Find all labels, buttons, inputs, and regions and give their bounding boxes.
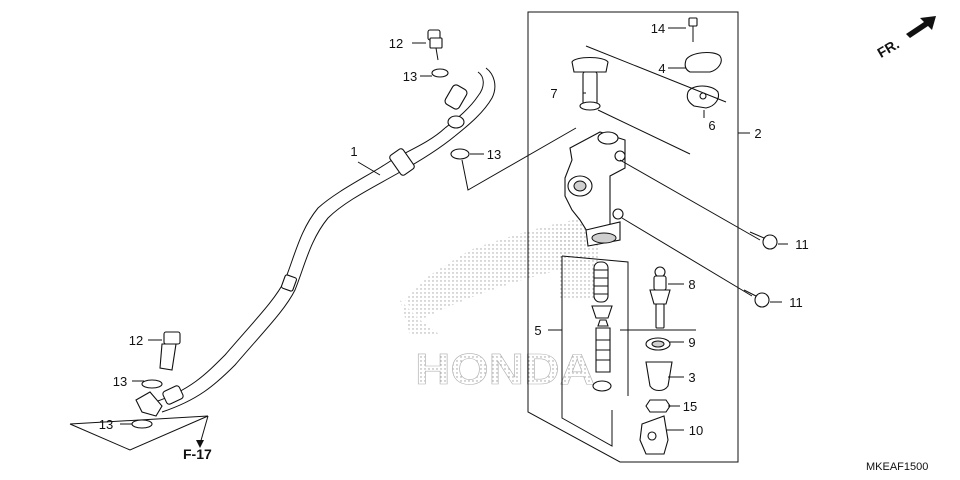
reservoir-cap-screw [688, 17, 698, 42]
hose-clamp [280, 274, 298, 292]
bolt-line-lower [621, 217, 753, 297]
hose-end-upper [444, 84, 468, 110]
sealing-washer-lower-1 [141, 379, 163, 389]
dust-boot [645, 361, 673, 392]
callout-8: 8 [688, 277, 695, 292]
piston-secondary-cup [592, 380, 612, 392]
callout-10: 10 [689, 423, 703, 438]
leader-lines [120, 27, 788, 431]
honda-text-watermark: HONDA [415, 345, 595, 394]
hose-end-lower [162, 385, 184, 405]
piston-set-box-left [561, 256, 613, 447]
callout-4: 4 [658, 61, 665, 76]
callout-9: 9 [688, 335, 695, 350]
sealing-washer-lower-2 [131, 419, 153, 429]
clevis-hole [647, 431, 657, 441]
reference-arrow-head [196, 440, 204, 448]
piston-spring [593, 261, 609, 303]
cap-group-line-top [585, 45, 727, 103]
oil-bolt-lower [159, 331, 181, 371]
callout-2: 2 [754, 126, 761, 141]
front-direction-arrow [906, 16, 936, 38]
diagram-code: MKEAF1500 [866, 461, 928, 473]
callout-12-upper: 12 [389, 36, 403, 51]
reservoir-joint [571, 56, 609, 111]
callout-1: 1 [350, 144, 357, 159]
sealing-washer-upper-1 [431, 68, 449, 78]
callout-7: 7 [550, 86, 557, 101]
reference-line-lower [69, 415, 209, 451]
direction-label: FR. [874, 36, 902, 61]
callout-13-lower-1: 13 [113, 374, 127, 389]
reference-label: F-17 [183, 446, 212, 462]
hose-connection-line [461, 127, 577, 191]
piston-set-box-right [561, 255, 629, 396]
callout-6: 6 [708, 118, 715, 133]
piston [595, 319, 611, 373]
piston-cup [591, 305, 613, 319]
brake-hose [135, 67, 496, 417]
callout-13-lower-2: 13 [99, 417, 113, 432]
callout-14: 14 [651, 21, 665, 36]
reservoir-cap [684, 51, 722, 73]
callout-11-lower: 11 [789, 295, 803, 310]
bolt-line-upper [619, 159, 761, 241]
callout-11-upper: 11 [795, 237, 809, 252]
callout-3: 3 [688, 370, 695, 385]
mounting-bolt-upper [749, 231, 778, 250]
mounting-bolt-lower [743, 289, 770, 308]
reference-line-top [69, 415, 209, 425]
callout-13-upper-1: 13 [403, 69, 417, 84]
callout-13-upper-2: 13 [487, 147, 501, 162]
hose-elbow-lower [135, 391, 163, 417]
joint-nut [645, 399, 671, 413]
callout-15: 15 [683, 399, 697, 414]
honda-wing-watermark [400, 218, 600, 335]
assembly-bracket-outline [527, 11, 739, 463]
master-cylinder-body [564, 131, 626, 247]
push-rod [649, 266, 671, 329]
circlip-hole [651, 340, 665, 348]
cap-group-line-bottom [597, 109, 691, 155]
reference-arrow-shaft [199, 415, 209, 445]
oil-bolt-upper [427, 29, 443, 61]
hose-grommet [389, 148, 415, 176]
hose-joint-upper [447, 115, 465, 129]
callout-5: 5 [534, 323, 541, 338]
callout-12-lower: 12 [129, 333, 143, 348]
sealing-washer-upper-2 [450, 148, 470, 160]
